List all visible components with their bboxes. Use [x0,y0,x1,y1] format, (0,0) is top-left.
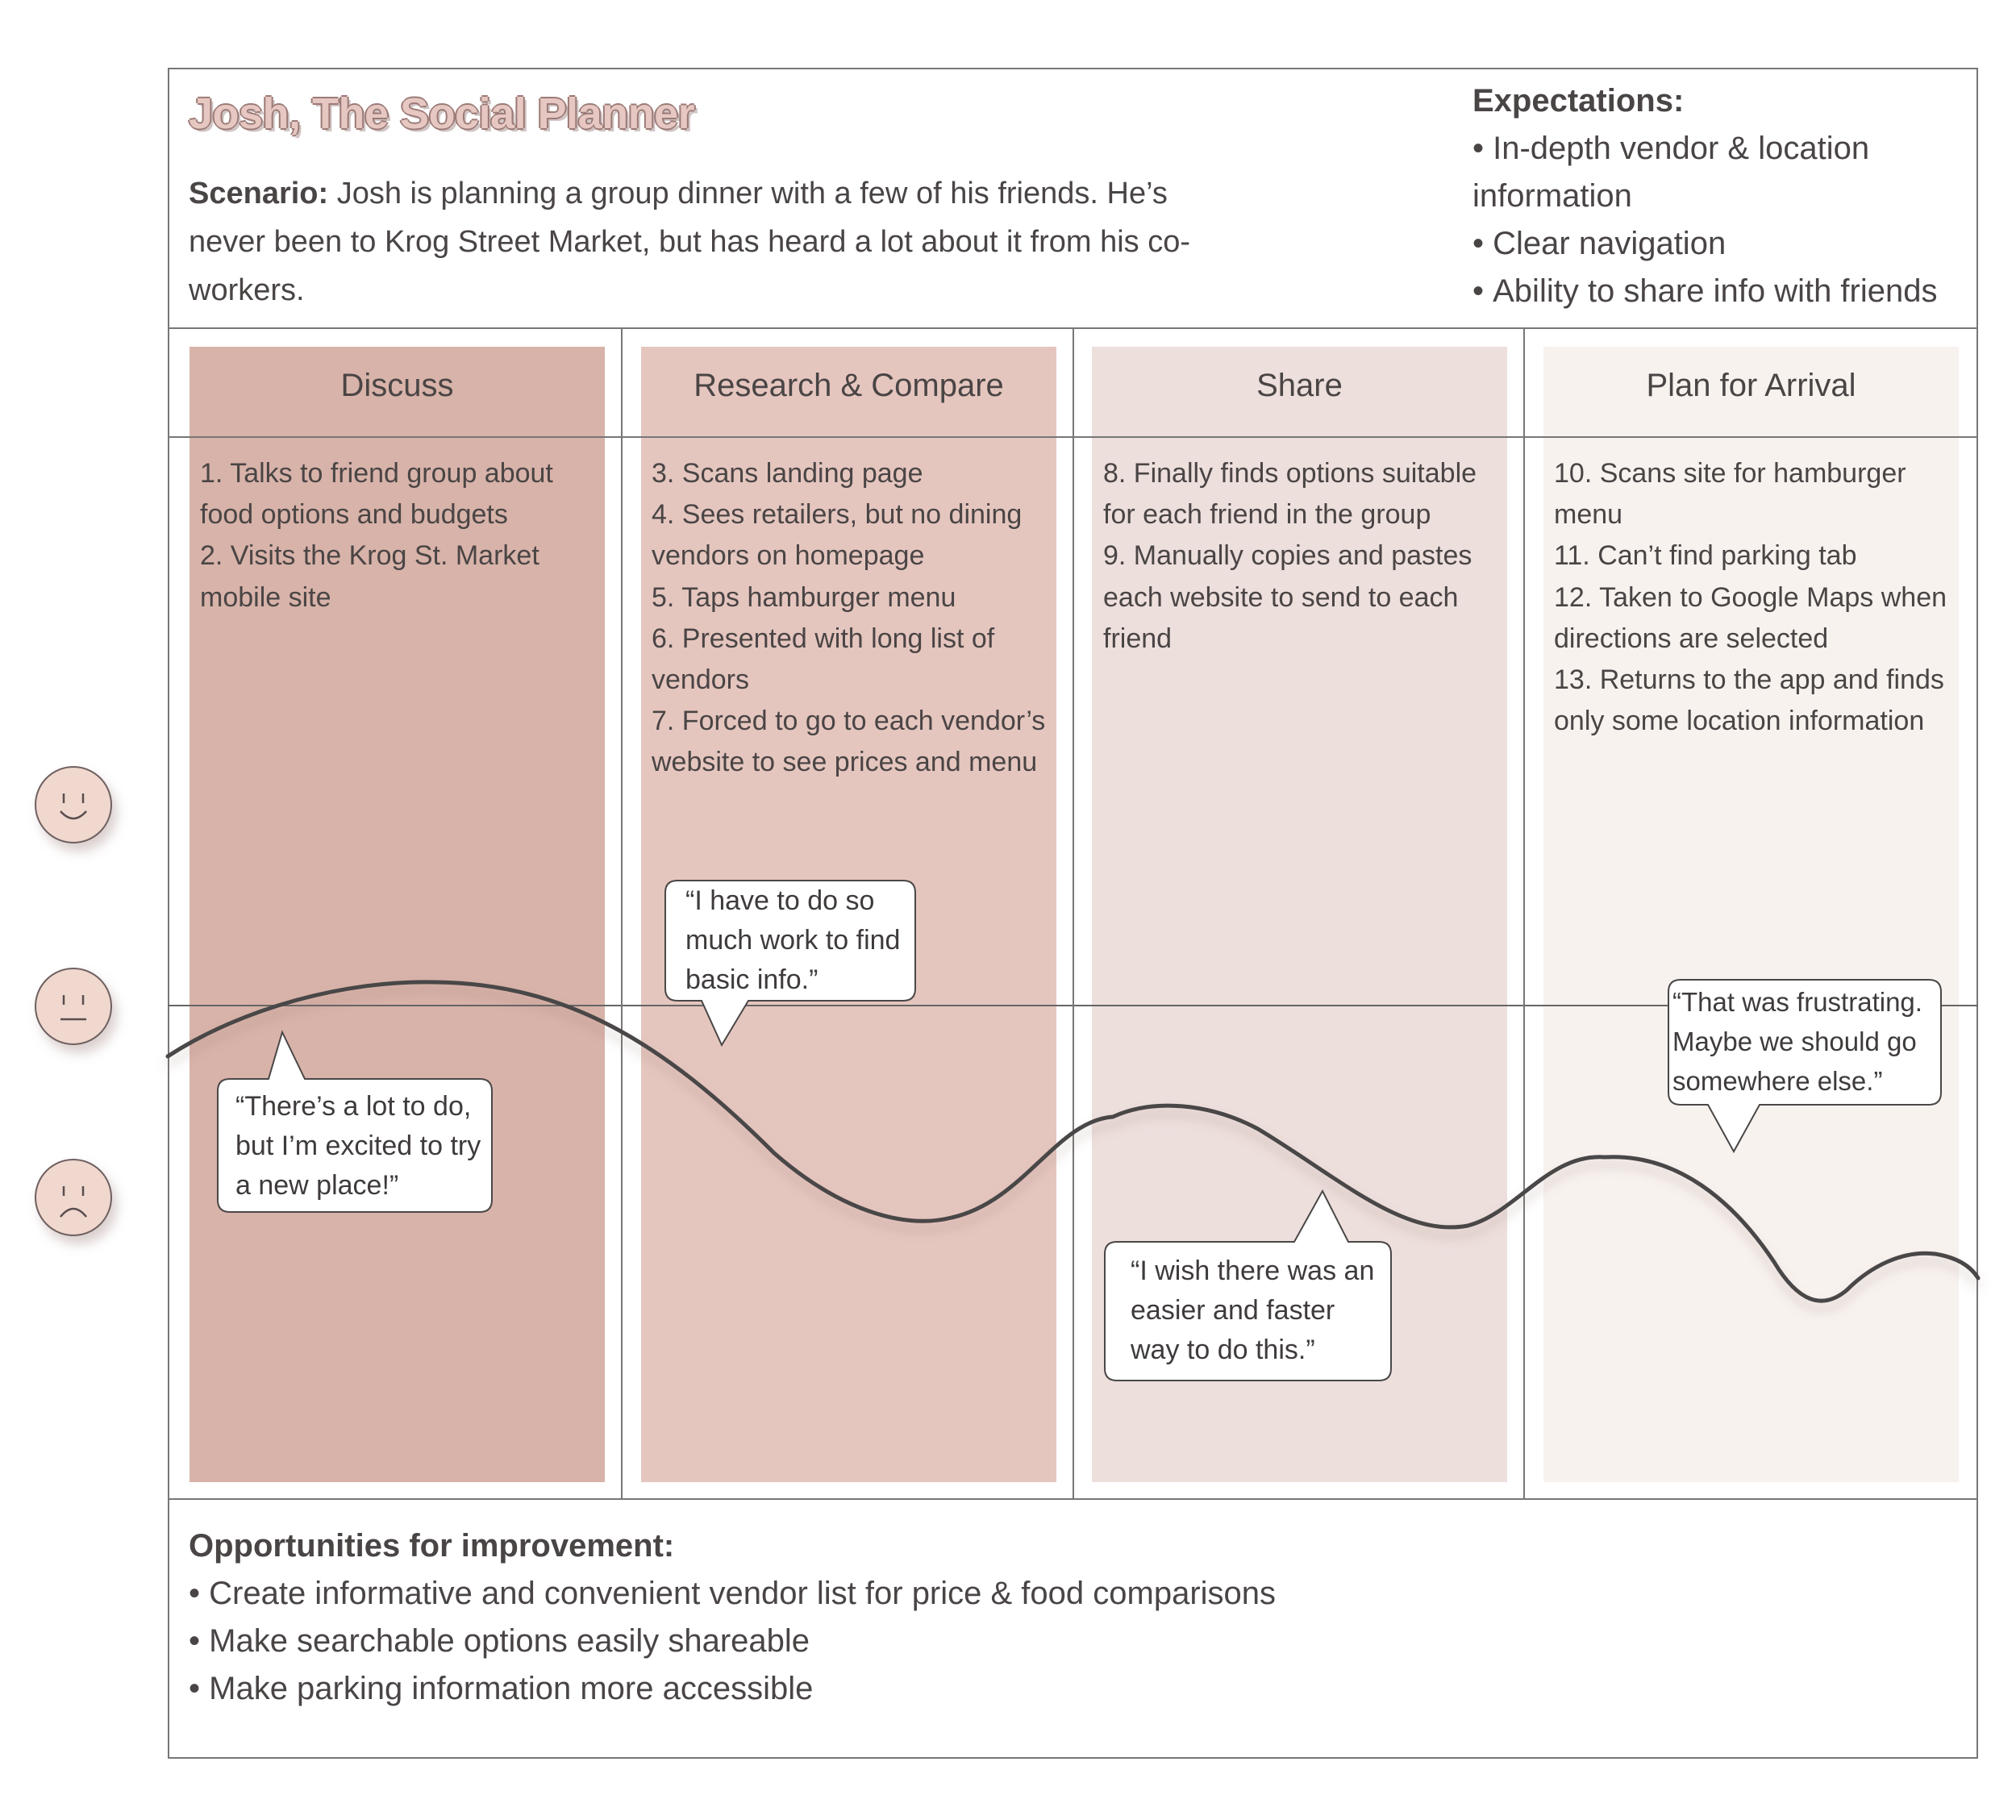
opportunities-panel: Opportunities for improvement: • Create … [189,1522,1640,1713]
stage-title-research: Research & Compare [694,368,1004,403]
scenario-text: Scenario: Josh is planning a group dinne… [189,169,1197,314]
stage-column-discuss [190,347,605,1482]
scenario-body: Josh is planning a group dinner with a f… [189,177,1190,307]
step-item: 13. Returns to the app and finds only so… [1554,664,1944,737]
stage-steps-discuss: 1. Talks to friend group about food opti… [200,453,587,618]
opportunity-item: • Create informative and convenient vend… [189,1576,1277,1611]
step-item: 5. Taps hamburger menu [652,581,956,613]
expectation-item: • In-depth vendor & location information [1472,131,1870,214]
scenario-label: Scenario: [189,177,329,210]
opportunity-item: • Make searchable options easily shareab… [189,1623,810,1659]
quote-share: “I wish there was an easier and faster w… [1131,1256,1375,1365]
stage-steps-share: 8. Finally finds options suitable for ea… [1103,453,1506,660]
step-item: 6. Presented with long list of vendors [652,623,995,696]
expectations-title: Expectations: [1472,83,1685,119]
speech-bubble-discuss [217,1030,493,1213]
happy-face-icon [35,766,112,843]
speech-bubble-arrival [1668,979,1942,1154]
step-item: 11. Can’t find parking tab [1554,540,1857,572]
quote-arrival: “That was frustrating. Maybe we should g… [1672,987,1922,1096]
emotion-curve [165,980,1981,1303]
step-item: 1. Talks to friend group about food opti… [200,458,553,531]
step-item: 3. Scans landing page [652,458,923,489]
step-item: 12. Taken to Google Maps when directions… [1554,581,1947,654]
stage-column-arrival [1543,347,1959,1482]
stage-divider-2 [1073,327,1074,1500]
step-item: 10. Scans site for hamburger menu [1554,458,1906,531]
step-item: 9. Manually copies and pastes each websi… [1103,540,1472,654]
journey-map-frame [168,68,1978,1759]
stage-divider-3 [1523,327,1525,1500]
neutral-face-icon [35,968,112,1045]
persona-title: Josh, The Social Planner [189,90,695,138]
stage-title-arrival: Plan for Arrival [1646,368,1856,403]
sad-face-icon [35,1159,112,1236]
speech-bubble-share [1104,1189,1392,1381]
expectations-panel: Expectations: • In-depth vendor & locati… [1472,77,1964,315]
step-item: 7. Forced to go to each vendor’s website… [652,706,1046,778]
stage-title-share: Share [1256,368,1343,403]
opportunity-item: • Make parking information more accessib… [189,1671,814,1706]
expectation-item: • Clear navigation [1472,226,1727,261]
stage-steps-arrival: 10. Scans site for hamburger menu 11. Ca… [1554,453,1965,742]
stage-divider-1 [621,327,623,1500]
opportunities-title: Opportunities for improvement: [189,1528,675,1564]
step-item: 4. Sees retailers, but no dining vendors… [652,499,1023,572]
quote-research: “I have to do so much work to find basic… [685,885,901,995]
step-item: 2. Visits the Krog St. Market mobile sit… [200,540,539,613]
step-item: 8. Finally finds options suitable for ea… [1103,458,1477,531]
expectation-item: • Ability to share info with friends [1472,273,1938,309]
speech-bubble-research [664,880,916,1047]
stage-title-discuss: Discuss [340,368,454,403]
stage-steps-research: 3. Scans landing page 4. Sees retailers,… [652,453,1053,784]
quote-discuss: “There’s a lot to do, but I’m excited to… [235,1091,481,1201]
